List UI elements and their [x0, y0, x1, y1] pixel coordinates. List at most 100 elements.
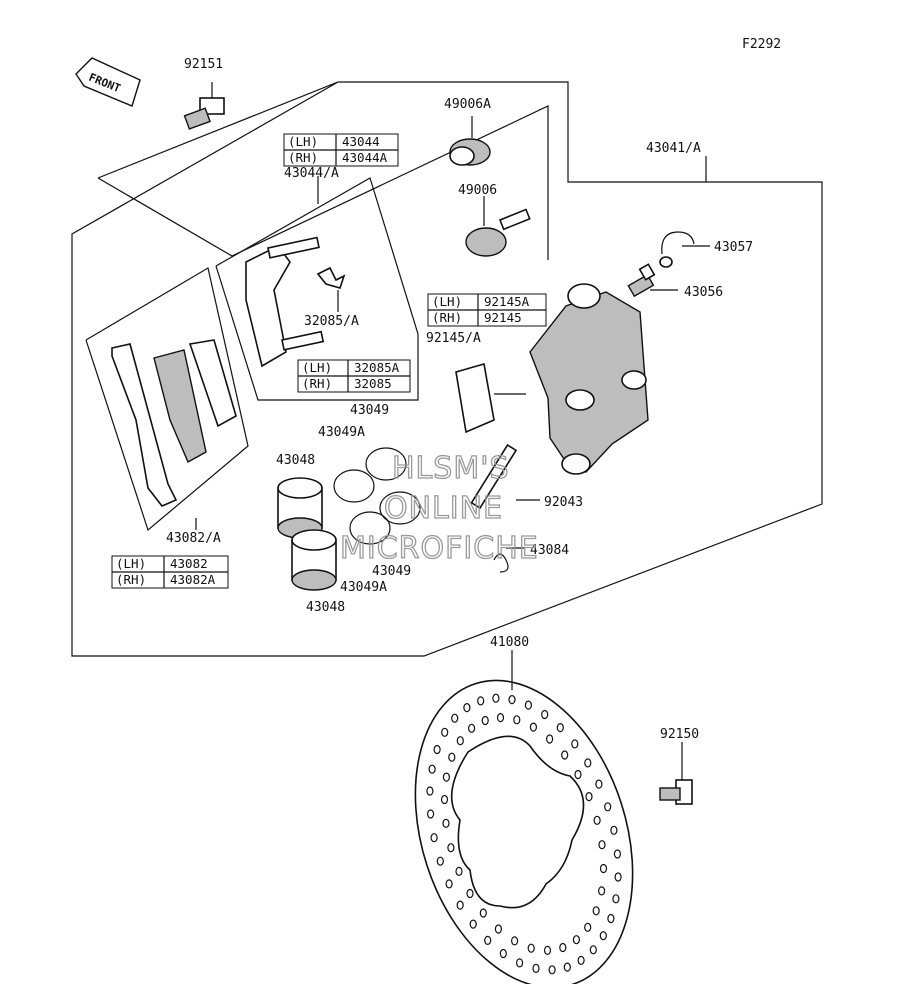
- table-43082: (LH) 43082 (RH) 43082A: [111, 555, 229, 589]
- disc-hole: [572, 935, 581, 945]
- diagram-code: F2292: [742, 37, 781, 52]
- disc-hole: [456, 900, 464, 910]
- disc-hole: [468, 723, 476, 733]
- clip-43084: [493, 553, 509, 573]
- disc-hole: [541, 709, 549, 720]
- disc-hole: [499, 948, 507, 959]
- svg-text:(RH): (RH): [116, 572, 146, 587]
- disc-hole: [598, 840, 606, 850]
- svg-text:(RH): (RH): [432, 310, 462, 325]
- label-43082A: 43082/A: [166, 531, 221, 546]
- svg-text:43082: 43082: [170, 556, 208, 571]
- disc-hole: [427, 809, 435, 819]
- disc-hole: [515, 958, 524, 968]
- front-arrow-icon: FRONT: [75, 57, 141, 107]
- disc-hole: [426, 786, 434, 796]
- svg-text:32085A: 32085A: [354, 360, 400, 375]
- seal-43049A-b: [349, 511, 391, 545]
- label-43041A: 43041/A: [646, 141, 701, 156]
- svg-text:HLSM'S: HLSM'S: [392, 451, 510, 486]
- svg-text:92145: 92145: [484, 310, 522, 325]
- disc-hole: [469, 919, 477, 929]
- seal-43049-a: [365, 447, 407, 481]
- disc-hole: [440, 794, 449, 805]
- disc-hole: [447, 843, 455, 853]
- disc-hole: [543, 945, 552, 956]
- label-43049A-lower: 43049A: [340, 580, 387, 595]
- svg-text:(LH): (LH): [288, 134, 318, 149]
- pin-92043: [470, 443, 518, 510]
- disc-hole: [455, 866, 463, 877]
- disc-hole: [445, 879, 453, 889]
- label-92145A: 92145/A: [426, 331, 481, 346]
- piston-43048-a: [277, 477, 323, 539]
- disc-hole: [508, 694, 516, 705]
- disc-hole: [613, 849, 622, 859]
- disc-hole: [532, 963, 540, 974]
- svg-text:(LH): (LH): [432, 294, 462, 309]
- disc-hole: [559, 942, 567, 953]
- pad-boundary: [85, 267, 249, 532]
- disc-hole: [510, 936, 519, 946]
- label-43044A: 43044/A: [284, 166, 339, 181]
- pad-spring-92145: [455, 362, 526, 434]
- disc-hole: [599, 931, 607, 941]
- disc-hole: [574, 769, 582, 780]
- bracket-boundary: [215, 177, 419, 401]
- spring-32085: [316, 266, 346, 289]
- disc-hole: [584, 758, 592, 768]
- svg-text:43082A: 43082A: [170, 572, 216, 587]
- disc-hole: [513, 715, 521, 725]
- disc-hole: [494, 924, 502, 934]
- disc-hole: [448, 752, 456, 762]
- disc-hole: [430, 833, 438, 843]
- disc-hole: [585, 791, 593, 802]
- disc-hole: [545, 734, 554, 744]
- label-43056: 43056: [684, 285, 723, 300]
- disc-hole: [477, 696, 485, 706]
- disc-hole: [610, 825, 618, 835]
- label-49006A: 49006A: [444, 97, 491, 112]
- seal-43049A-a: [333, 469, 375, 503]
- svg-text:(RH): (RH): [288, 150, 318, 165]
- disc-hole: [548, 965, 556, 975]
- svg-text:(LH): (LH): [116, 556, 146, 571]
- disc-hole: [604, 802, 612, 812]
- disc-hole: [571, 739, 579, 749]
- disc-hole: [589, 945, 597, 955]
- bleeder-cap-43057: [659, 231, 695, 268]
- svg-text:(RH): (RH): [302, 376, 332, 391]
- disc-hole: [433, 744, 441, 755]
- disc-hole: [607, 913, 615, 924]
- disc-hole: [595, 779, 603, 789]
- caliper-body-43041: [529, 283, 649, 475]
- brake-disc-41080: [414, 679, 634, 984]
- table-32085: (LH) 32085A (RH) 32085: [297, 359, 411, 393]
- disc-hole: [592, 906, 600, 916]
- svg-text:43044A: 43044A: [342, 150, 388, 165]
- disc-hole: [436, 856, 444, 866]
- disc-hole: [456, 736, 464, 746]
- disc-hole: [527, 943, 535, 953]
- svg-text:(LH): (LH): [302, 360, 332, 375]
- label-43048-upper: 43048: [276, 453, 315, 468]
- disc-hole: [496, 712, 505, 723]
- disc-hole: [442, 818, 450, 828]
- disc-hole: [463, 702, 471, 713]
- bolt-92151: [183, 82, 225, 130]
- table-43044: (LH) 43044 (RH) 43044A: [283, 133, 399, 167]
- disc-hole: [561, 750, 569, 760]
- label-43049A-upper: 43049A: [318, 425, 365, 440]
- label-92150: 92150: [660, 727, 699, 742]
- disc-hole: [593, 815, 601, 825]
- disc-hole: [481, 715, 489, 726]
- disc-hole: [428, 764, 436, 774]
- disc-hole: [524, 700, 533, 710]
- label-41080: 41080: [490, 635, 529, 650]
- disc-hole: [599, 863, 608, 874]
- disc-hole: [529, 722, 538, 732]
- disc-hole: [556, 722, 564, 733]
- disc-hole: [451, 713, 459, 723]
